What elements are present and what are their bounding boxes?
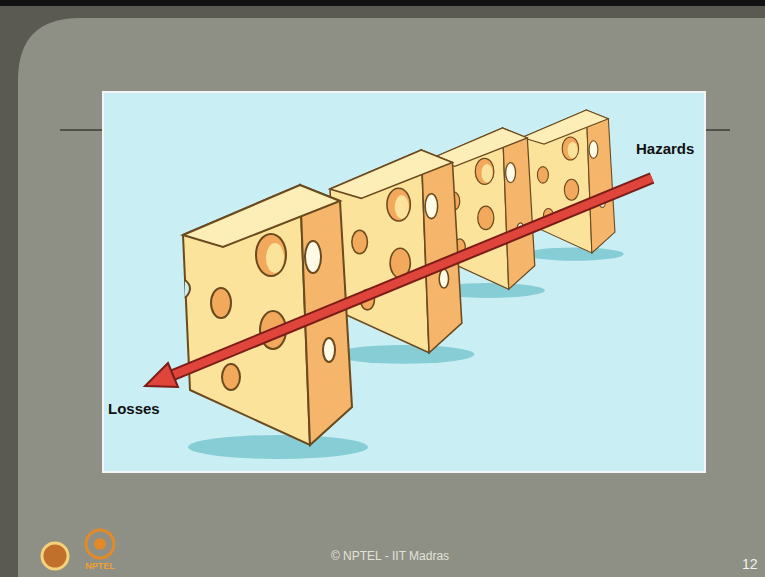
losses-label: Losses	[108, 400, 160, 417]
arrow-outline	[173, 178, 652, 375]
top-bar	[0, 0, 765, 6]
cheese-slice	[522, 110, 624, 261]
picture-ground	[103, 92, 705, 472]
arrow-head	[145, 363, 178, 387]
logo-nptel-core	[94, 538, 106, 550]
cheese-slice	[183, 185, 368, 459]
logo-seal	[42, 543, 68, 569]
copyright-footer: © NPTEL - IIT Madras	[331, 549, 449, 563]
logo-nptel	[86, 530, 114, 558]
logo-text: NPTEL	[85, 561, 115, 571]
hazards-label: Hazards	[636, 140, 694, 157]
slide-number: 12	[742, 556, 758, 572]
slide-panel	[18, 18, 765, 577]
hazard-arrow	[173, 178, 652, 375]
